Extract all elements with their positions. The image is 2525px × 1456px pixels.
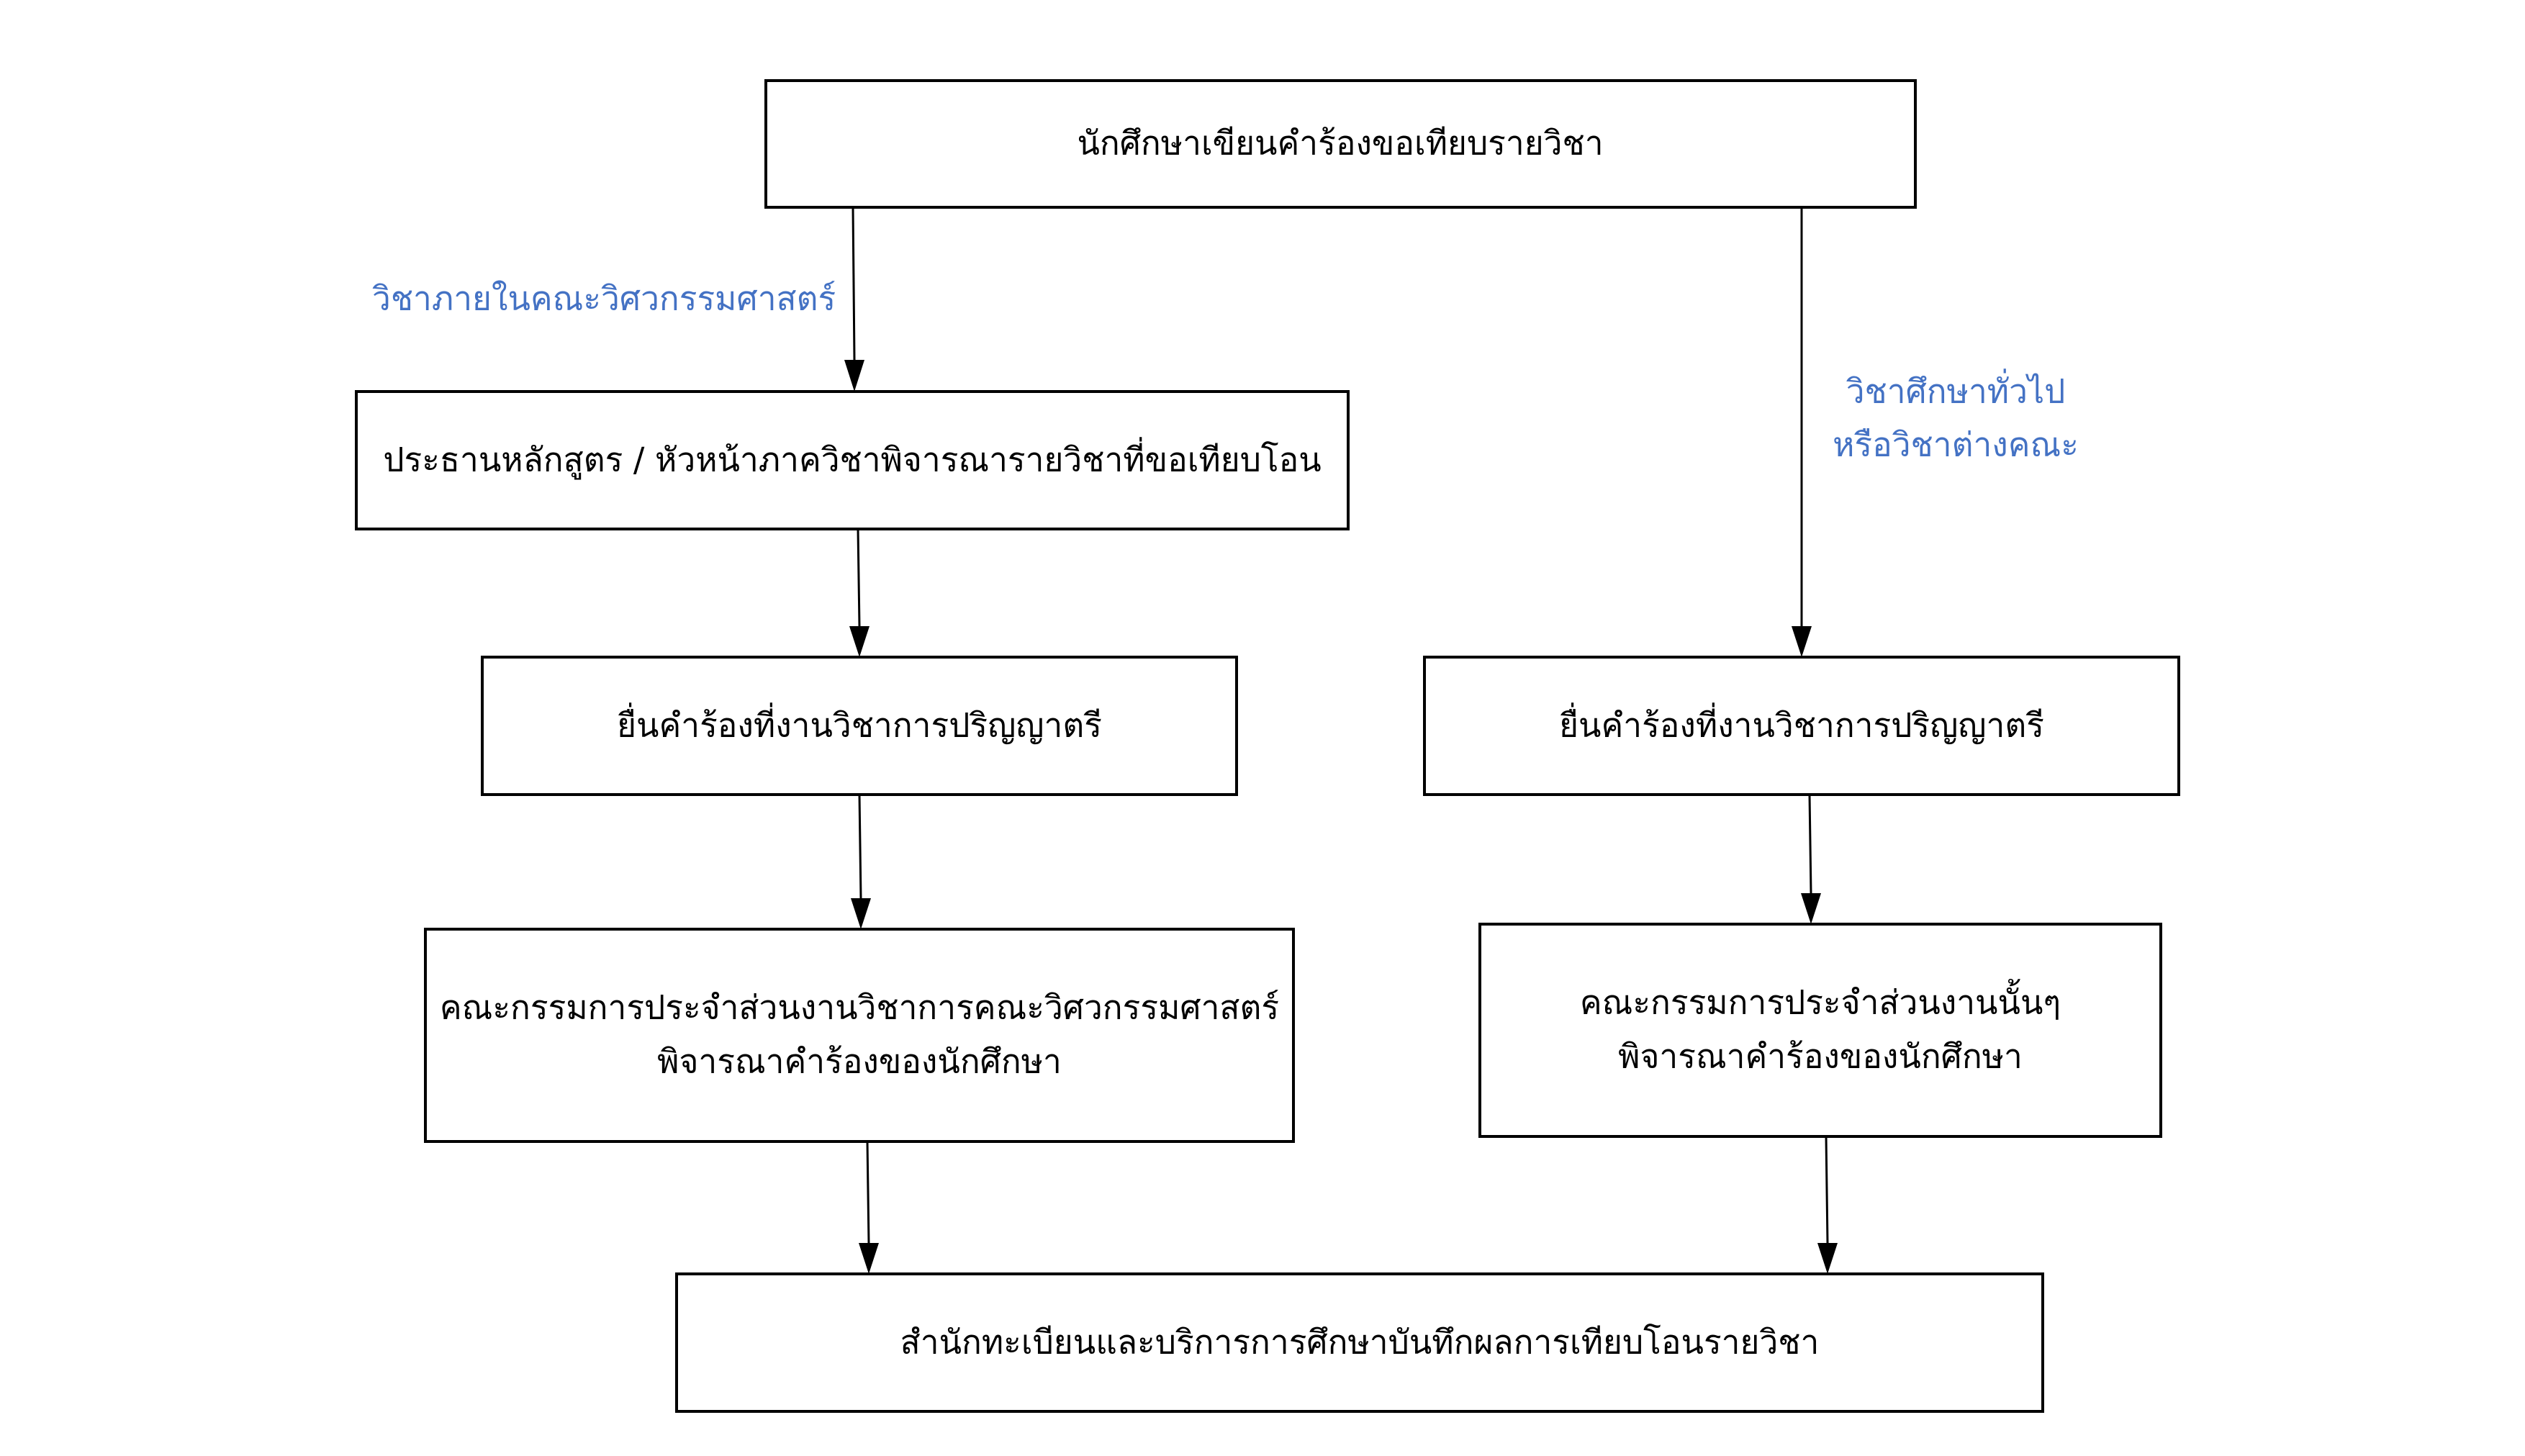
node-committee-right-line1: คณะกรรมการประจำส่วนงานนั้นๆ [1580,979,2061,1022]
node-submit-right: ยื่นคำร้องที่งานวิชาการปริญญาตรี [1423,656,2180,796]
edge-program-head-to-submit-left [857,528,861,627]
node-committee-left: คณะกรรมการประจำส่วนงานวิชาการคณะวิศวกรรม… [424,928,1295,1143]
node-program-head: ประธานหลักสูตร / หัวหน้าภาควิชาพิจารณารา… [355,390,1350,530]
arrowhead [1801,893,1821,924]
edge-submit-right-to-committee-right [1808,794,1812,894]
node-registrar-text: สำนักทะเบียนและบริการการศึกษาบันทึกผลการ… [900,1323,1820,1362]
edge-label-external-line1: วิชาศึกษาทั่วไป [1846,368,2066,411]
edge-committee-right-to-registrar [1825,1136,1829,1244]
arrowhead [851,898,871,929]
node-committee-left-line2: พิจารณาคำร้องของนักศึกษา [657,1042,1062,1081]
edge-label-external-line2: หรือวิชาต่างคณะ [1833,425,2079,464]
node-program-head-text: ประธานหลักสูตร / หัวหน้าภาควิชาพิจารณารา… [383,437,1321,480]
node-submit-left: ยื่นคำร้องที่งานวิชาการปริญญาตรี [481,656,1238,796]
node-start: นักศึกษาเขียนคำร้องขอเทียบรายวิชา [764,79,1917,209]
connectors [844,207,1838,1274]
arrowhead [859,1243,879,1274]
node-committee-right-line2: พิจารณาคำร้องของนักศึกษา [1618,1037,2023,1076]
node-submit-left-text: ยื่นคำร้องที่งานวิชาการปริญญาตรี [617,702,1102,745]
node-start-text: นักศึกษาเขียนคำร้องขอเทียบรายวิชา [1077,124,1603,163]
node-committee-left-line1: คณะกรรมการประจำส่วนงานวิชาการคณะวิศวกรรม… [440,988,1279,1027]
arrowhead [844,360,864,392]
edge-submit-left-to-committee-left [858,794,862,899]
node-registrar: สำนักทะเบียนและบริการการศึกษาบันทึกผลการ… [675,1272,2044,1413]
edge-label-internal: วิชาภายในคณะวิศวกรรมศาสตร์ [372,279,836,318]
arrowhead [849,626,869,657]
node-submit-right-text: ยื่นคำร้องที่งานวิชาการปริญญาตรี [1559,702,2044,745]
arrowhead [1817,1243,1838,1274]
edge-committee-left-to-registrar [866,1141,870,1244]
edge-start-to-program-head [852,207,856,361]
node-committee-right: คณะกรรมการประจำส่วนงานนั้นๆ พิจารณาคำร้อ… [1478,923,2162,1138]
arrowhead [1792,626,1812,657]
